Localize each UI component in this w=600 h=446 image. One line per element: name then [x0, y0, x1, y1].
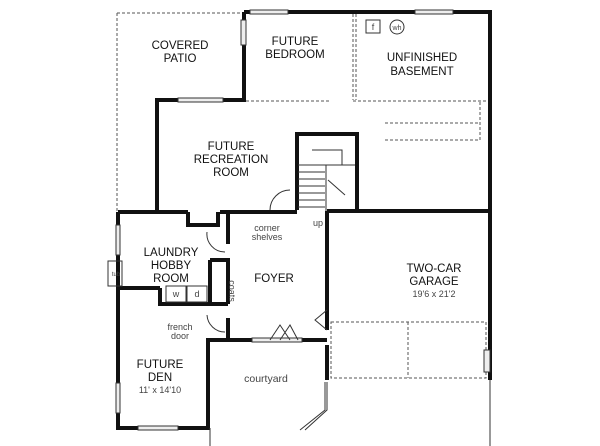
partition-dashed — [246, 14, 486, 141]
laundry-tub — [107, 260, 123, 287]
water-heater-label: wh — [392, 25, 402, 32]
coats-closet-label: coats — [227, 280, 237, 302]
furnace-label: f — [372, 22, 375, 32]
garage-door — [330, 321, 487, 379]
stairs-up-label: up — [313, 218, 323, 228]
doors — [206, 189, 328, 431]
washer-label: w — [172, 289, 180, 299]
dryer — [186, 285, 208, 303]
patio-outline — [116, 12, 243, 212]
courtyard-label: courtyard — [244, 373, 288, 385]
room-label-foyer: FOYER — [254, 273, 294, 285]
stairs — [298, 149, 355, 235]
window — [177, 9, 454, 103]
dryer-label: d — [194, 289, 199, 299]
water-heater — [389, 19, 405, 35]
window — [115, 224, 303, 431]
stairwell-walls — [295, 132, 359, 210]
window — [483, 349, 491, 373]
den-dimensions: 11' x 14'10 — [139, 385, 181, 395]
interior-walls — [116, 210, 327, 430]
tub-label: tub — [112, 272, 121, 278]
courtyard-wall — [209, 380, 491, 446]
furnace — [365, 19, 381, 34]
garage-dimensions: 19'6 x 21'2 — [413, 289, 456, 299]
washer — [165, 285, 187, 303]
